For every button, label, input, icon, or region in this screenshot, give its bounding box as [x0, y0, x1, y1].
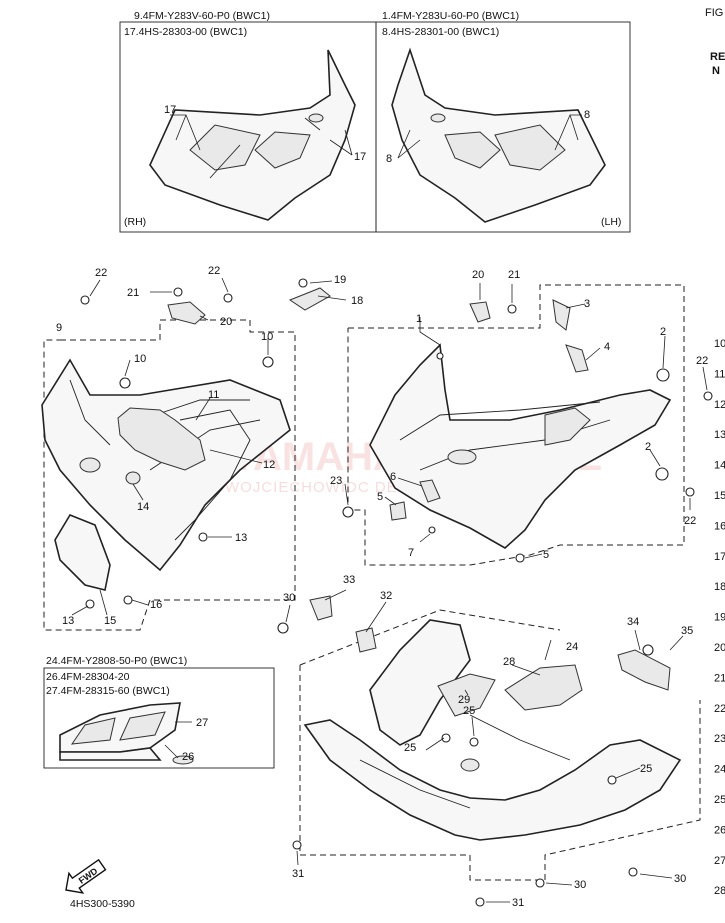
callout-10a: 10 — [134, 353, 146, 365]
left-cowl-assembly — [342, 283, 713, 566]
inset-bottom-line1: 24.4FM-Y2808-50-P0 (BWC1) — [46, 655, 187, 667]
callout-23: 23 — [330, 475, 342, 487]
callout-7: 7 — [408, 547, 414, 559]
callout-22c: 22 — [696, 355, 708, 367]
callout-2a: 2 — [660, 326, 666, 338]
right-cowl-assembly — [41, 277, 347, 631]
callout-1: 1 — [416, 313, 422, 325]
callout-19: 19 — [334, 274, 346, 286]
callout-35: 35 — [681, 625, 693, 637]
left-cowl-callouts: 1 20 21 3 4 2 22 2 22 23 5 6 7 5 — [330, 269, 708, 561]
sidebar-row-number: 13 — [714, 429, 725, 441]
sidebar-row-number: 22 — [714, 703, 725, 715]
sidebar-row-number: 28 — [714, 885, 725, 897]
callout-32: 32 — [380, 590, 392, 602]
inset-bottom-line3: 27.4FM-28315-60 (BWC1) — [46, 685, 170, 697]
sidebar-row-number: 20 — [714, 642, 725, 654]
callout-31b: 31 — [512, 897, 524, 909]
callout-30a: 30 — [283, 592, 295, 604]
callout-33: 33 — [343, 574, 355, 586]
sidebar-row-number: 24 — [714, 764, 725, 776]
callout-17b: 17 — [354, 151, 366, 163]
callout-25c: 25 — [640, 763, 652, 775]
callout-8a: 8 — [584, 109, 590, 121]
callout-27: 27 — [196, 717, 208, 729]
callout-28: 28 — [503, 656, 515, 668]
inset-rh-callouts: 17 17 — [164, 104, 366, 163]
sidebar-row-number: 15 — [714, 490, 725, 502]
callout-13a: 13 — [235, 532, 247, 544]
callout-22b: 22 — [208, 265, 220, 277]
under-cowl-assembly — [277, 589, 701, 907]
callout-25a: 25 — [404, 742, 416, 754]
sidebar-row-number: 26 — [714, 824, 725, 836]
callout-10b: 10 — [261, 331, 273, 343]
diagram-code: 4HS300-5390 — [70, 898, 135, 910]
callout-21: 21 — [127, 287, 139, 299]
callout-18: 18 — [351, 295, 363, 307]
inset-lh-side-label: (LH) — [601, 216, 621, 228]
sidebar-row-number: 27 — [714, 855, 725, 867]
inset-rh-side-label: (RH) — [124, 216, 146, 228]
callout-34: 34 — [627, 616, 639, 628]
callout-31a: 31 — [292, 868, 304, 880]
callout-20: 20 — [220, 316, 232, 328]
callout-8b: 8 — [386, 153, 392, 165]
no-header: N — [712, 65, 720, 77]
ref-header: RE — [710, 51, 725, 63]
sidebar-row-number: 18 — [714, 581, 725, 593]
inset-lh-side-cowl: 1.4FM-Y283U-60-P0 (BWC1) 8.4HS-28301-00 … — [375, 10, 631, 233]
callout-5b: 5 — [543, 549, 549, 561]
callout-30b: 30 — [574, 879, 586, 891]
under-cowl-callouts: 30 33 32 24 28 29 34 35 25 25 25 31 31 3… — [283, 574, 693, 909]
right-cowl-callouts: 9 22 21 20 22 10 19 18 10 11 12 14 13 13… — [56, 265, 363, 627]
callout-15: 15 — [104, 615, 116, 627]
sidebar-row-number: 17 — [714, 551, 725, 563]
callout-30c: 30 — [674, 873, 686, 885]
sidebar-row-number: 12 — [714, 399, 725, 411]
sidebar-row-number: 14 — [714, 460, 725, 472]
sidebar-row-numbers: 10 11 12 13 14 15 16 17 18 19 20 21 22 23 24 25 26 27 28 — [714, 338, 725, 897]
callout-9: 9 — [56, 322, 62, 334]
sidebar-row-number: 10 — [714, 338, 725, 350]
callout-22a: 22 — [95, 267, 107, 279]
fwd-arrow-icon: FWD — [65, 858, 107, 894]
callout-22d: 22 — [684, 515, 696, 527]
callout-6: 6 — [390, 471, 396, 483]
sidebar-row-number: 19 — [714, 612, 725, 624]
inset-under-cowl-graphics: 24.4FM-Y2808-50-P0 (BWC1) 26.4FM-28304-2… — [43, 655, 275, 769]
callout-13b: 13 — [62, 615, 74, 627]
sidebar-row-number: 25 — [714, 794, 725, 806]
callout-24: 24 — [566, 641, 578, 653]
figure-title: FIG — [705, 7, 723, 19]
inset-rh-side-cowl: 9.4FM-Y283V-60-P0 (BWC1) 17.4HS-28303-00… — [119, 10, 377, 233]
sidebar-row-number: 16 — [714, 520, 725, 532]
inset-lh-callouts: 8 8 — [386, 109, 590, 165]
callout-4: 4 — [604, 341, 610, 353]
inset-rh-line1: 9.4FM-Y283V-60-P0 (BWC1) — [134, 10, 270, 22]
callout-11: 11 — [208, 389, 219, 401]
callout-14: 14 — [137, 501, 149, 513]
inset-lh-line2: 8.4HS-28301-00 (BWC1) — [382, 26, 499, 38]
callout-29: 29 — [458, 694, 470, 706]
sidebar-row-number: 21 — [714, 672, 725, 684]
callout-5a: 5 — [377, 491, 383, 503]
inset-lh-line1: 1.4FM-Y283U-60-P0 (BWC1) — [382, 10, 519, 22]
callout-26: 26 — [182, 751, 194, 763]
bottom-inset-callouts: 27 26 — [182, 717, 208, 763]
callout-16: 16 — [150, 599, 162, 611]
callout-25b: 25 — [463, 705, 475, 717]
callout-3: 3 — [584, 298, 590, 310]
callout-20b: 20 — [472, 269, 484, 281]
callout-17a: 17 — [164, 104, 176, 116]
callout-21b: 21 — [508, 269, 520, 281]
inset-rh-line2: 17.4HS-28303-00 (BWC1) — [124, 26, 247, 38]
callout-12: 12 — [263, 459, 275, 471]
sidebar-row-number: 11 — [714, 368, 725, 380]
inset-bottom-line2: 26.4FM-28304-20 — [46, 671, 130, 683]
callout-2b: 2 — [645, 441, 651, 453]
sidebar-row-number: 23 — [714, 733, 725, 745]
